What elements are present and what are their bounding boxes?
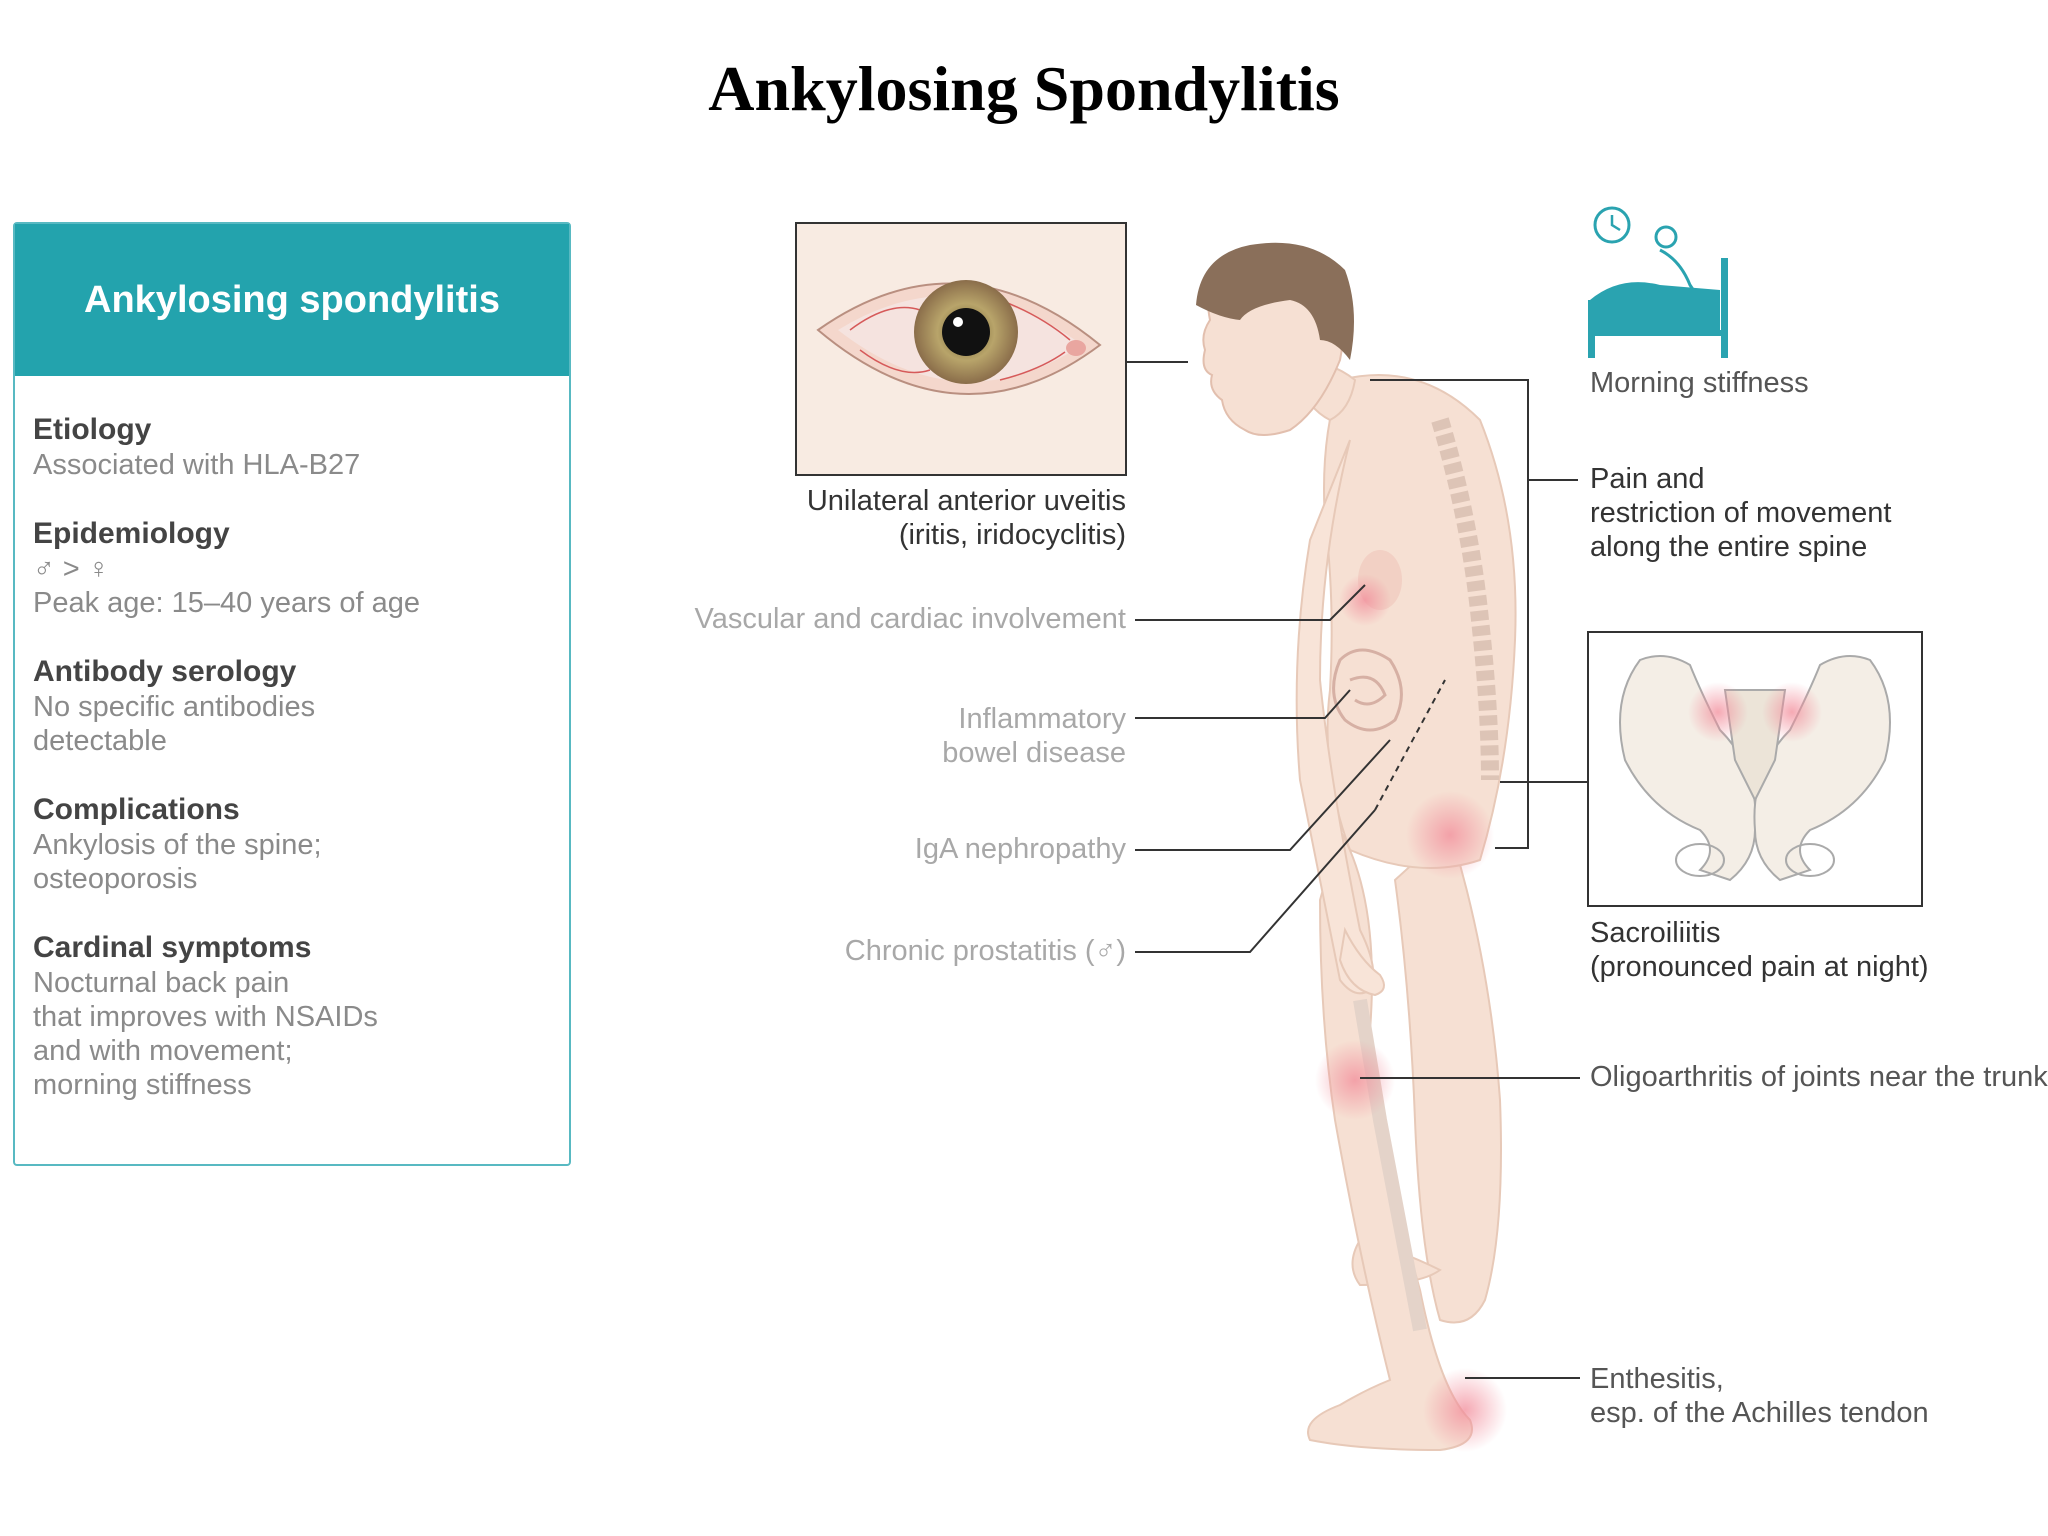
- pelvis-inset: [1587, 631, 1923, 907]
- person-body-icon: [1659, 248, 1702, 301]
- clock-icon: [1593, 206, 1631, 244]
- eye-highlight-icon: [953, 317, 963, 327]
- section-line: that improves with NSAIDs: [33, 1001, 378, 1033]
- label-line: (iritis, iridocyclitis): [898, 519, 1126, 551]
- intestines-detail-icon: [1349, 675, 1387, 706]
- leader-lines: [1126, 361, 1588, 1379]
- section-title: Cardinal symptoms: [33, 931, 312, 964]
- person-head-icon: [1654, 225, 1678, 249]
- enthesitis-label: Enthesitis, esp. of the Achilles tendon: [1590, 1362, 1929, 1430]
- right-obturator-icon: [1785, 843, 1835, 877]
- label-line: (pronounced pain at night): [1590, 951, 1929, 983]
- section-line: Ankylosis of the spine;: [33, 829, 322, 861]
- back-leg-icon: [1393, 828, 1502, 1324]
- bed-frame-icon: [1588, 330, 1728, 336]
- kidney-dashed-line: [1374, 679, 1446, 811]
- label-line: Inflammatory: [958, 703, 1126, 735]
- bed-leg-icon: [1588, 300, 1595, 358]
- section-antibody-serology: Antibody serology No specific antibodies…: [33, 654, 569, 758]
- spine-icon: [1431, 417, 1499, 781]
- left-si-inflammation-icon: [1688, 682, 1748, 742]
- summary-card: Ankylosing spondylitis Etiology Associat…: [13, 222, 571, 1166]
- label-line: Enthesitis,: [1590, 1363, 1724, 1395]
- section-line: morning stiffness: [33, 1069, 252, 1101]
- vascular-leader-line: [1135, 584, 1366, 621]
- caruncle-icon: [1066, 340, 1086, 356]
- label-line: esp. of the Achilles tendon: [1590, 1397, 1929, 1429]
- section-line: Peak age: 15–40 years of age: [33, 587, 420, 619]
- prostatitis-leader-line: [1135, 809, 1376, 953]
- sacroiliac-inflammation-icon: [1406, 791, 1494, 879]
- section-title: Epidemiology: [33, 517, 230, 550]
- sacroiliitis-label: Sacroiliitis (pronounced pain at night): [1590, 916, 1929, 984]
- card-header: Ankylosing spondylitis: [15, 224, 569, 376]
- section-title: Complications: [33, 793, 240, 826]
- label-line: restriction of movement: [1590, 497, 1892, 529]
- ibd-leader-line: [1135, 689, 1351, 719]
- section-cardinal-symptoms: Cardinal symptoms Nocturnal back pain th…: [33, 930, 569, 1102]
- morning-stiffness-label: Morning stiffness: [1590, 367, 1809, 399]
- section-title: Etiology: [33, 413, 152, 446]
- human-figure: [1196, 242, 1517, 1452]
- iga-leader-line: [1135, 739, 1391, 851]
- hand-icon: [1338, 926, 1385, 997]
- left-ilium-icon: [1619, 655, 1757, 882]
- label-line: Pain and: [1590, 463, 1705, 495]
- section-line: and with movement;: [33, 1035, 293, 1067]
- uveitis-label: Unilateral anterior uveitis (iritis, iri…: [760, 484, 1126, 552]
- blanket-icon: [1590, 282, 1720, 330]
- section-epidemiology: Epidemiology ♂ > ♀ Peak age: 15–40 years…: [33, 516, 569, 620]
- vascular-label: Vascular and cardiac involvement: [694, 603, 1126, 635]
- right-ilium-icon: [1753, 655, 1891, 882]
- hair-icon: [1196, 242, 1354, 360]
- heart-inflammation-icon: [1339, 574, 1391, 626]
- oligoarthritis-label: Oligoarthritis of joints near the trunk: [1590, 1061, 2048, 1093]
- spine-label: Pain and restriction of movement along t…: [1590, 462, 1891, 564]
- card-body: Etiology Associated with HLA-B27 Epidemi…: [15, 376, 569, 1102]
- section-line: detectable: [33, 725, 167, 757]
- label-line: Unilateral anterior uveitis: [806, 485, 1126, 517]
- iga-label: IgA nephropathy: [914, 833, 1126, 865]
- section-line: Associated with HLA-B27: [33, 449, 361, 481]
- section-line: ♂ > ♀: [33, 553, 110, 585]
- blood-vessels-icon: [849, 299, 1071, 381]
- section-line: Nocturnal back pain: [33, 967, 290, 999]
- morning-stiffness-icon: [1588, 206, 1728, 358]
- label-line: bowel disease: [942, 737, 1126, 769]
- section-title: Antibody serology: [33, 655, 297, 688]
- slide-title: Ankylosing Spondylitis: [708, 53, 1340, 124]
- left-obturator-icon: [1675, 843, 1725, 877]
- section-line: osteoporosis: [33, 863, 198, 895]
- right-si-inflammation-icon: [1762, 682, 1822, 742]
- pupil-icon: [942, 308, 990, 356]
- label-line: Sacroiliitis: [1590, 917, 1721, 949]
- section-etiology: Etiology Associated with HLA-B27: [33, 412, 569, 482]
- leg-bone-icon: [1353, 998, 1427, 1332]
- bed-headboard-icon: [1721, 258, 1728, 358]
- heel-inflammation-icon: [1423, 1368, 1507, 1452]
- spine-bracket-line: [1370, 379, 1529, 849]
- knee-inflammation-icon: [1315, 1040, 1395, 1120]
- intestines-icon: [1332, 648, 1403, 732]
- label-line: along the entire spine: [1590, 531, 1868, 563]
- prostatitis-label: Chronic prostatitis (♂): [844, 935, 1126, 967]
- section-line: No specific antibodies: [33, 691, 316, 723]
- eye-inset: [795, 222, 1127, 476]
- clock-hands-icon: [1610, 215, 1621, 232]
- ibd-label: Inflammatory bowel disease: [860, 702, 1126, 770]
- section-complications: Complications Ankylosis of the spine; os…: [33, 792, 569, 896]
